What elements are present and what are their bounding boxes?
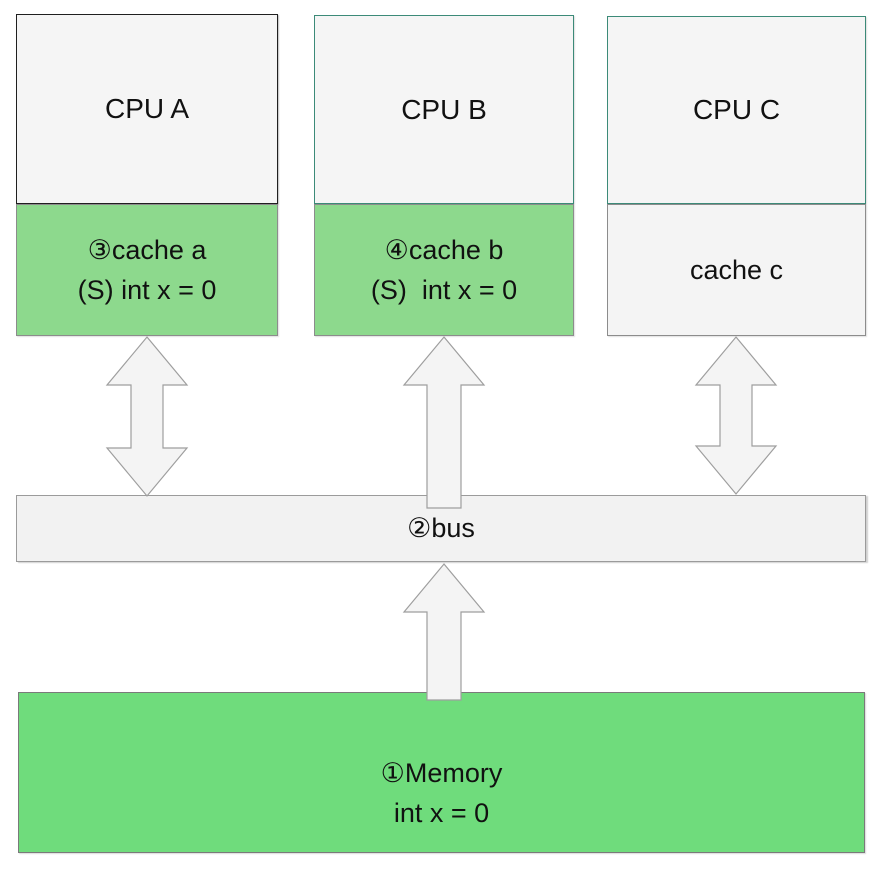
memory-box: ①Memory int x = 0 <box>18 692 865 853</box>
memory-title: ①Memory <box>380 757 503 788</box>
bus-box: ②bus <box>16 495 866 562</box>
arrow-memory-to-bus-icon <box>402 563 486 701</box>
cache-a-box: ③cache a (S) int x = 0 <box>16 204 278 336</box>
memory-text: ①Memory int x = 0 <box>381 753 503 833</box>
cpu-b-label: CPU B <box>401 93 487 125</box>
arrow-bus-to-cache-b-icon <box>402 336 486 509</box>
arrow-cache-a-bus-icon <box>105 336 189 497</box>
cache-a-value: (S) int x = 0 <box>77 275 217 305</box>
cache-b-title: ④cache b <box>384 235 504 265</box>
arrow-cache-c-bus-icon <box>694 336 778 495</box>
cache-a-title: ③cache a <box>87 235 207 265</box>
cache-c-title: cache c <box>689 255 784 285</box>
cpu-a-label: CPU A <box>104 93 190 124</box>
cpu-c-label: CPU C <box>692 94 781 125</box>
cache-c-box: cache c <box>607 204 866 336</box>
cpu-a-box: CPU A <box>16 14 278 204</box>
cpu-b-box: CPU B <box>314 15 574 204</box>
cache-b-value: (S) int x = 0 <box>370 275 518 305</box>
bus-label: ②bus <box>407 513 475 543</box>
memory-value: int x = 0 <box>393 797 490 828</box>
cpu-c-box: CPU C <box>607 16 866 204</box>
cache-b-box: ④cache b (S) int x = 0 <box>314 204 574 336</box>
